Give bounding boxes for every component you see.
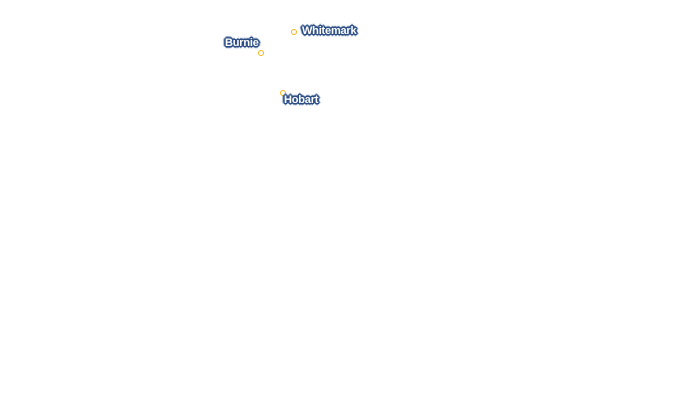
place-marker-icon[interactable]	[258, 50, 264, 56]
place-label-hobart[interactable]: Hobart	[284, 94, 319, 106]
place-marker-icon[interactable]	[291, 29, 297, 35]
place-label-burnie[interactable]: Burnie	[225, 37, 259, 49]
place-label-whitemark[interactable]: Whitemark	[302, 25, 357, 37]
